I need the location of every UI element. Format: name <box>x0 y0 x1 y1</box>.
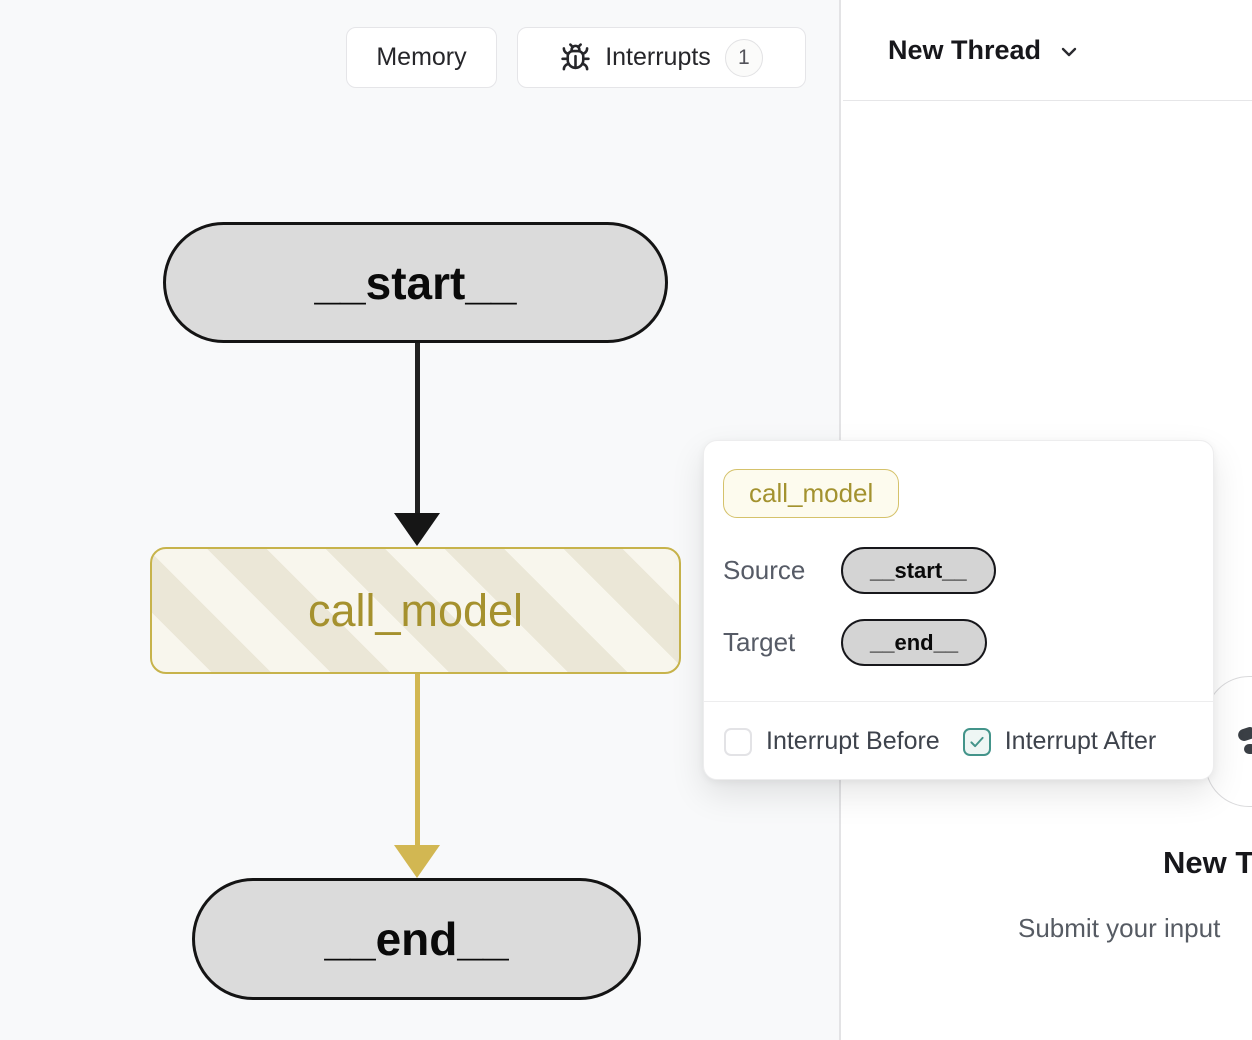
memory-button-label: Memory <box>376 43 467 71</box>
memory-button[interactable]: Memory <box>346 27 497 88</box>
node-chip: call_model <box>723 469 900 518</box>
source-value-pill: __start__ <box>841 547 996 594</box>
empty-state-subtitle: Submit your input <box>1018 913 1221 943</box>
arrowhead-icon <box>394 513 440 546</box>
source-row: Source __start__ <box>723 547 996 594</box>
thread-selector-label: New Thread <box>888 34 1042 65</box>
interrupt-before-label: Interrupt Before <box>766 727 940 755</box>
source-label: Source <box>723 555 806 585</box>
branch-icon-part <box>1236 725 1252 743</box>
interrupts-button[interactable]: Interrupts 1 <box>517 27 806 88</box>
popover-footer: Interrupt Before Interrupt After <box>704 701 1213 781</box>
edge-start-to-callmodel <box>415 343 420 514</box>
graph-node-call-model-label: call_model <box>307 584 524 636</box>
empty-state-title: New T <box>1163 845 1252 880</box>
interrupts-button-label: Interrupts <box>605 43 711 71</box>
graph-node-call-model[interactable]: call_model <box>150 547 681 674</box>
graph-node-end-label: __end__ <box>324 913 509 965</box>
target-label: Target <box>723 627 796 657</box>
branch-icon[interactable] <box>1236 724 1252 758</box>
node-details-popover: call_model Source __start__ Target __end… <box>703 440 1214 780</box>
interrupt-after-checkbox[interactable] <box>962 727 991 756</box>
graph-canvas[interactable]: Memory Interrupts 1 __start__ call_model <box>0 0 841 1040</box>
arrowhead-icon <box>394 845 440 878</box>
graph-node-end[interactable]: __end__ <box>192 878 641 1000</box>
interrupt-after-label: Interrupt After <box>1004 727 1157 755</box>
branch-icon-part <box>1244 744 1252 754</box>
target-row: Target __end__ <box>723 619 988 666</box>
graph-node-start[interactable]: __start__ <box>163 222 668 343</box>
thread-selector[interactable]: New Thread <box>843 0 1252 101</box>
bug-icon <box>561 43 590 71</box>
checkmark-icon <box>970 736 984 747</box>
node-chip-label: call_model <box>749 478 874 508</box>
graph-node-start-label: __start__ <box>314 256 517 309</box>
target-value-pill: __end__ <box>841 619 988 666</box>
chevron-down-icon <box>1061 47 1077 57</box>
edge-callmodel-to-end <box>415 674 420 846</box>
interrupts-count-badge: 1 <box>724 38 763 77</box>
interrupt-before-checkbox[interactable] <box>724 727 752 756</box>
